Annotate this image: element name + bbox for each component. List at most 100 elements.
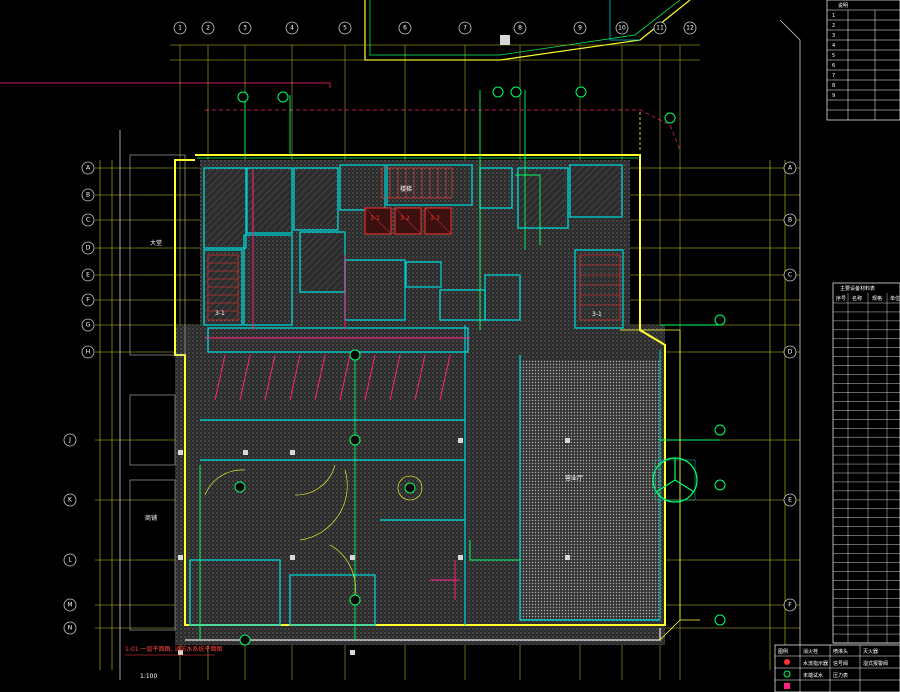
material-table-title: 主要设备材料表 bbox=[840, 285, 875, 292]
axis-bubble: C bbox=[783, 268, 797, 282]
svg-text:N: N bbox=[68, 625, 73, 632]
axis-bubble: 4 bbox=[285, 21, 299, 35]
svg-text:2: 2 bbox=[832, 23, 835, 29]
stair-core bbox=[207, 167, 621, 321]
elevator-label-3: 3-3 bbox=[430, 215, 440, 222]
svg-text:F: F bbox=[86, 297, 90, 304]
axis-bubbles-left: A B C D E F G H J K L M N bbox=[63, 161, 95, 635]
svg-text:灭火器: 灭火器 bbox=[863, 649, 878, 655]
svg-text:B: B bbox=[788, 217, 792, 224]
axis-bubble: D bbox=[783, 345, 797, 359]
door-swings bbox=[204, 464, 423, 596]
svg-text:C: C bbox=[86, 217, 90, 224]
svg-text:H: H bbox=[86, 349, 91, 356]
svg-text:单位: 单位 bbox=[890, 295, 900, 302]
svg-text:规格: 规格 bbox=[872, 295, 882, 302]
svg-text:F: F bbox=[788, 602, 792, 609]
svg-text:3: 3 bbox=[243, 25, 247, 32]
svg-text:J: J bbox=[68, 437, 71, 444]
svg-text:7: 7 bbox=[832, 73, 835, 79]
axis-bubble: 6 bbox=[398, 21, 412, 35]
drawing-caption: 1-01 一层平面图, 消防水系统平面图 bbox=[125, 645, 222, 653]
stair-label-west: 3-1 bbox=[215, 310, 225, 317]
svg-text:1: 1 bbox=[832, 13, 835, 19]
svg-text:名称: 名称 bbox=[852, 295, 862, 302]
svg-text:4: 4 bbox=[832, 43, 835, 49]
axis-bubble: D bbox=[81, 241, 95, 255]
svg-text:6: 6 bbox=[832, 63, 835, 69]
stair-label-east: 3-1 bbox=[592, 311, 602, 318]
axis-bubble: C bbox=[81, 213, 95, 227]
svg-text:8: 8 bbox=[518, 25, 522, 32]
room-label-lobby: 大堂 bbox=[150, 239, 162, 247]
floor-hatch bbox=[175, 160, 665, 645]
fire-sprinkler-pipes bbox=[205, 170, 470, 600]
exterior-road bbox=[620, 110, 700, 641]
axis-bubble: 9 bbox=[573, 21, 587, 35]
svg-text:2: 2 bbox=[206, 25, 210, 32]
drawing-scale: 1:100 bbox=[140, 673, 157, 680]
svg-text:L: L bbox=[68, 557, 72, 564]
svg-text:10: 10 bbox=[618, 25, 626, 32]
svg-text:末端试水: 末端试水 bbox=[803, 672, 823, 679]
axis-bubble: E bbox=[783, 493, 797, 507]
svg-text:E: E bbox=[86, 272, 90, 279]
dimension-lines bbox=[99, 44, 786, 670]
axis-bubble: A bbox=[783, 161, 797, 175]
svg-text:M: M bbox=[67, 602, 72, 609]
svg-text:G: G bbox=[86, 322, 91, 329]
elevator-label-1: 3-1 bbox=[370, 215, 380, 222]
svg-text:3: 3 bbox=[832, 33, 835, 39]
axis-bubble: L bbox=[63, 553, 77, 567]
svg-text:8: 8 bbox=[832, 83, 835, 89]
axis-bubble: M bbox=[63, 598, 77, 612]
svg-text:湿式报警阀: 湿式报警阀 bbox=[863, 660, 888, 667]
svg-text:图例: 图例 bbox=[778, 648, 788, 655]
svg-text:喷淋头: 喷淋头 bbox=[833, 648, 848, 655]
axis-bubble: 1 bbox=[173, 21, 187, 35]
notes-title: 说明 bbox=[838, 2, 848, 9]
axis-bubble: B bbox=[81, 188, 95, 202]
axis-bubble: E bbox=[81, 268, 95, 282]
svg-text:K: K bbox=[68, 497, 73, 504]
axis-bubble: 8 bbox=[513, 21, 527, 35]
axis-bubble: B bbox=[783, 213, 797, 227]
svg-text:D: D bbox=[788, 349, 793, 356]
axis-bubble: 11 bbox=[653, 21, 667, 35]
axis-bubble: G bbox=[81, 318, 95, 332]
svg-text:C: C bbox=[788, 272, 792, 279]
room-label-hall: 营业厅 bbox=[565, 474, 583, 482]
axis-bubble: 10 bbox=[615, 21, 629, 35]
svg-text:6: 6 bbox=[403, 25, 407, 32]
material-table: 主要设备材料表 序号 名称 规格 单位 bbox=[832, 282, 900, 644]
svg-text:1: 1 bbox=[178, 25, 182, 32]
axis-bubble: 3 bbox=[238, 21, 252, 35]
svg-text:9: 9 bbox=[832, 93, 835, 99]
svg-text:11: 11 bbox=[656, 25, 664, 32]
axis-bubble: F bbox=[783, 598, 797, 612]
elevator-shafts bbox=[364, 207, 452, 235]
axis-bubble: 5 bbox=[338, 21, 352, 35]
axis-bubble: 7 bbox=[458, 21, 472, 35]
axis-bubble: H bbox=[81, 345, 95, 359]
axis-bubble: 12 bbox=[683, 21, 697, 35]
svg-text:B: B bbox=[86, 192, 90, 199]
axis-bubble: N bbox=[63, 621, 77, 635]
svg-text:7: 7 bbox=[463, 25, 467, 32]
svg-text:A: A bbox=[788, 165, 793, 172]
svg-text:信号阀: 信号阀 bbox=[833, 660, 848, 667]
svg-text:4: 4 bbox=[290, 25, 294, 32]
stair-label-main: 楼梯 bbox=[400, 185, 412, 193]
svg-text:消火栓: 消火栓 bbox=[803, 648, 818, 655]
svg-text:压力表: 压力表 bbox=[833, 672, 848, 679]
svg-text:序号: 序号 bbox=[836, 295, 846, 302]
axis-bubble: A bbox=[81, 161, 95, 175]
axis-bubbles-right: A B C D E F bbox=[783, 161, 797, 612]
riser-markers bbox=[234, 86, 726, 646]
interior-walls bbox=[189, 164, 660, 626]
svg-text:5: 5 bbox=[832, 53, 835, 59]
notes-table: 说明 1 2 3 4 5 6 7 8 9 bbox=[826, 0, 900, 121]
axis-bubble: F bbox=[81, 293, 95, 307]
svg-text:12: 12 bbox=[686, 25, 694, 32]
room-label-shop: 商铺 bbox=[145, 514, 157, 522]
